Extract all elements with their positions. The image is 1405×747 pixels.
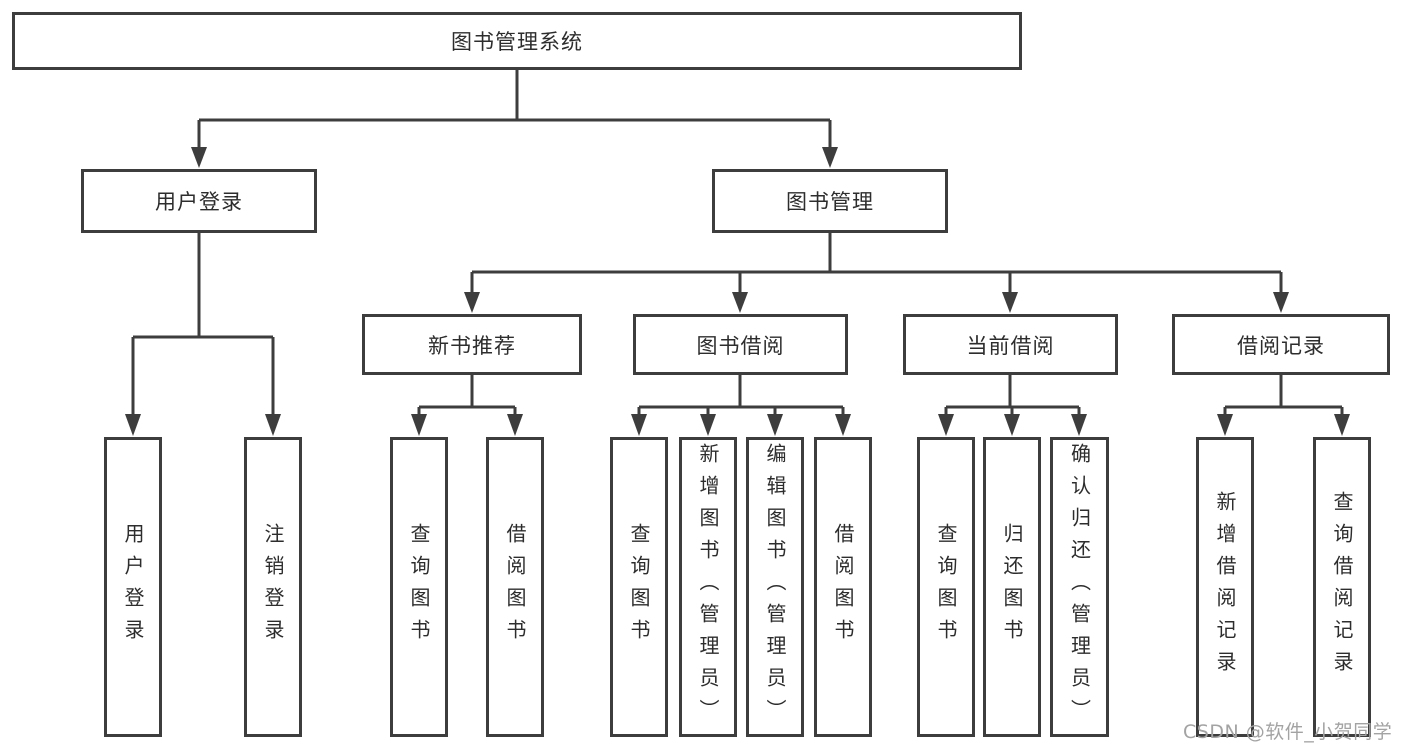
node-leaf-bb-add-books-admin-label: 新增图书（管理员）: [696, 443, 720, 731]
node-leaf-bb-borrow-books: 借阅图书: [814, 437, 872, 737]
node-leaf-user-login-label: 用户登录: [121, 523, 145, 651]
node-new-book-recommend: 新书推荐: [362, 314, 582, 375]
node-leaf-br-query-record-label: 查询借阅记录: [1330, 491, 1354, 683]
node-leaf-cb-return-books: 归还图书: [983, 437, 1041, 737]
watermark: CSDN @软件_小贺同学: [1183, 721, 1393, 743]
node-current-borrow: 当前借阅: [903, 314, 1118, 375]
node-leaf-cb-confirm-return-admin-label: 确认归还（管理员）: [1067, 443, 1092, 731]
node-leaf-cb-confirm-return-admin: 确认归还（管理员）: [1050, 437, 1109, 737]
node-leaf-bb-borrow-books-label: 借阅图书: [831, 523, 855, 651]
node-borrow-records: 借阅记录: [1172, 314, 1390, 375]
node-user-login-label: 用户登录: [155, 190, 243, 214]
node-leaf-bb-edit-books-admin-label: 编辑图书（管理员）: [763, 443, 787, 731]
node-leaf-bb-add-books-admin: 新增图书（管理员）: [679, 437, 737, 737]
node-leaf-nb-query-books: 查询图书: [390, 437, 448, 737]
node-current-borrow-label: 当前借阅: [966, 333, 1055, 358]
node-root: 图书管理系统: [12, 12, 1022, 70]
node-book-management-label: 图书管理: [786, 190, 874, 214]
node-leaf-cb-query-books-label: 查询图书: [934, 523, 958, 651]
node-leaf-bb-query-books: 查询图书: [610, 437, 668, 737]
node-leaf-br-add-record-label: 新增借阅记录: [1213, 491, 1237, 683]
node-leaf-logout: 注销登录: [244, 437, 302, 737]
node-new-book-recommend-label: 新书推荐: [428, 333, 516, 358]
node-leaf-br-query-record: 查询借阅记录: [1313, 437, 1371, 737]
node-leaf-cb-query-books: 查询图书: [917, 437, 975, 737]
node-leaf-nb-borrow-books: 借阅图书: [486, 437, 544, 737]
node-leaf-br-add-record: 新增借阅记录: [1196, 437, 1254, 737]
node-book-management: 图书管理: [712, 169, 948, 233]
node-book-borrow-label: 图书借阅: [696, 333, 785, 358]
node-leaf-nb-query-books-label: 查询图书: [407, 523, 431, 651]
node-user-login: 用户登录: [81, 169, 317, 233]
node-leaf-logout-label: 注销登录: [261, 523, 285, 651]
node-book-borrow: 图书借阅: [633, 314, 848, 375]
node-borrow-records-label: 借阅记录: [1237, 333, 1325, 358]
node-leaf-cb-return-books-label: 归还图书: [1000, 523, 1024, 651]
node-leaf-nb-borrow-books-label: 借阅图书: [503, 523, 527, 651]
node-leaf-bb-query-books-label: 查询图书: [627, 523, 651, 651]
node-leaf-user-login: 用户登录: [104, 437, 162, 737]
node-leaf-bb-edit-books-admin: 编辑图书（管理员）: [746, 437, 804, 737]
node-root-label: 图书管理系统: [451, 30, 583, 54]
